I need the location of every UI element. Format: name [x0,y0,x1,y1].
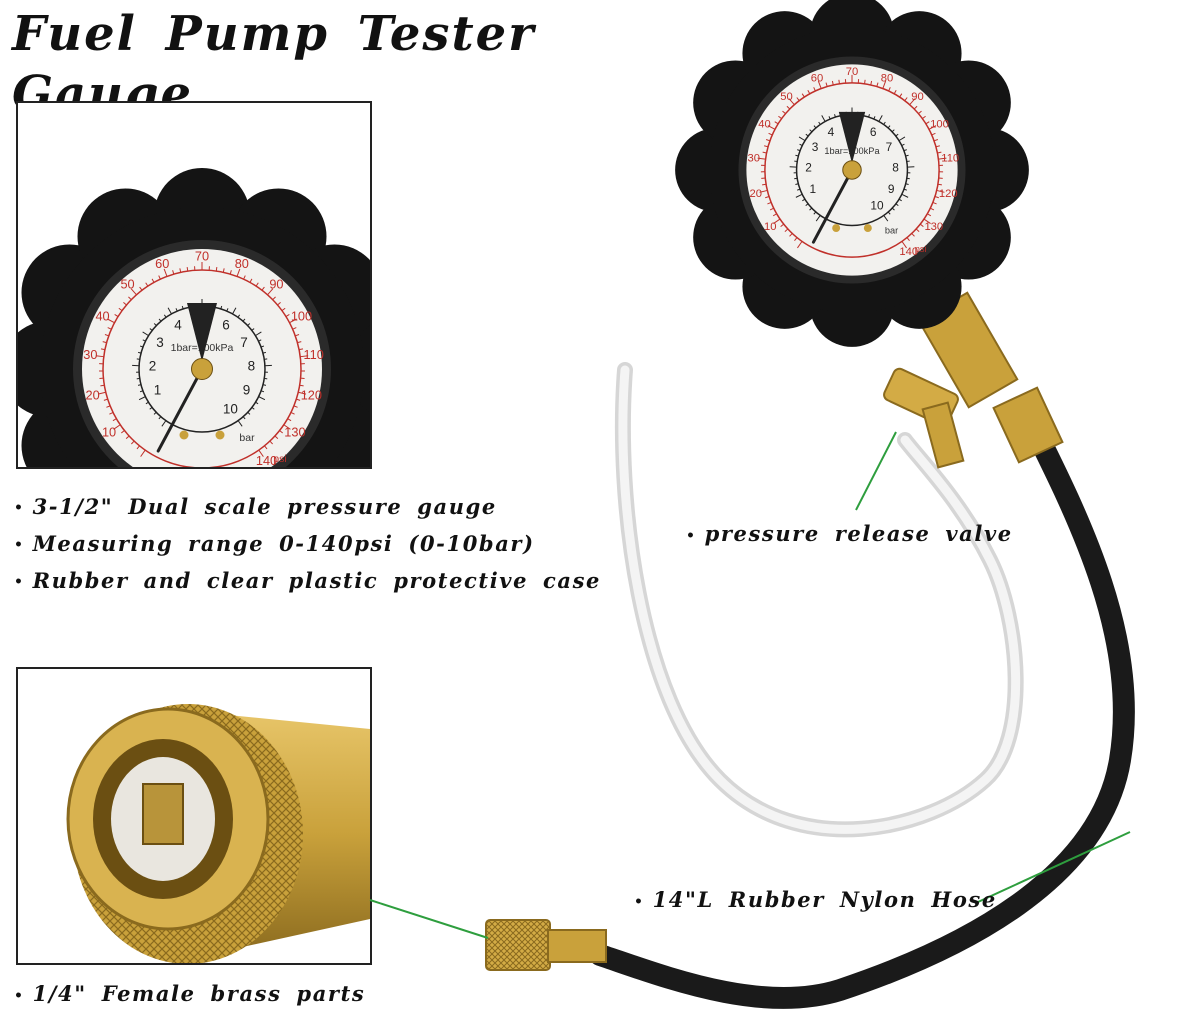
callout-rubber-hose: 14"L Rubber Nylon Hose [634,886,997,916]
callout-pressure-release-valve: pressure release valve [686,520,1013,550]
feature-list: 3-1/2" Dual scale pressure gauge Measuri… [14,488,601,599]
inset-gauge-psi-label: 100 [291,308,312,323]
main-gauge-psi-label: 80 [881,72,893,84]
main-gauge-psi-label: 60 [811,72,823,84]
inset-gauge-psi-label: 90 [269,277,283,292]
main-gauge-unit-bar: bar [885,225,898,235]
female-brass-connector [485,919,551,971]
main-gauge-psi-label: 20 [750,188,762,200]
main-gauge-bar-label: 3 [812,140,819,154]
main-gauge-unit-psi: psi [915,244,927,254]
inset-gauge-bar-label: 2 [149,358,157,373]
inset-gauge-needle [156,367,204,453]
main-gauge-psi-label: 140 [899,246,918,258]
hose-ferrule [992,386,1064,464]
inset-gauge-psi-label: 50 [120,277,134,292]
main-gauge-needle-hub [842,160,862,180]
inset-gauge-psi-label: 130 [284,424,305,439]
inset-gauge-unit-psi: psi [273,453,286,465]
inset-gauge-psi-label: 70 [195,249,209,264]
inset-gauge-bar-label: 10 [223,402,238,417]
inset-gauge-psi-label: 30 [83,347,97,362]
inset-gauge-psi-label: 80 [235,256,249,271]
inset-gauge-bar-label: 4 [174,318,182,333]
inset-gauge-psi-label: 60 [155,256,169,271]
main-gauge-bar-label: 9 [888,182,895,196]
main-gauge-bar-label: 10 [870,199,884,213]
inset-gauge-psi-label: 40 [95,308,109,323]
main-gauge-psi-label: 70 [846,66,858,78]
main-gauge-psi-label: 120 [939,188,958,200]
feature-item: Measuring range 0-140psi (0-10bar) [14,525,601,562]
inset-gauge-needle-hub [191,358,213,380]
gauge-closeup-inset: 1020304050607080901001101201301401234567… [16,101,372,469]
leader-line-hose [977,831,1131,903]
page-title: Fuel Pump Tester Gauge [12,6,536,122]
inset-gauge-bar-label: 7 [240,335,248,350]
inset-gauge-bar-label: 3 [156,335,164,350]
main-gauge-bar-label: 6 [870,125,877,139]
inset-gauge-bar-label: 8 [248,358,256,373]
rubber-nylon-hose [589,409,1135,1009]
callout-brass-parts: 1/4" Female brass parts [14,980,365,1010]
inset-gauge-psi-label: 10 [102,424,116,439]
main-gauge-bar-label: 2 [805,161,812,175]
inset-gauge-bar-label: 6 [222,318,230,333]
feature-item: 3-1/2" Dual scale pressure gauge [14,488,601,525]
inset-gauge-unit-bar: bar [239,432,255,444]
main-gauge-psi-label: 40 [758,119,770,131]
main-gauge-psi-label: 100 [930,119,949,131]
inset-gauge-psi-label: 140 [256,453,277,467]
gauge-closeup-image: 1020304050607080901001101201301401234567… [18,168,370,467]
main-gauge-needle [811,168,854,244]
main-gauge-bar-label: 7 [886,140,893,154]
inset-gauge-bar-label: 9 [243,383,251,398]
brass-connector-image [66,704,370,963]
leader-line-brass [369,899,489,939]
inset-gauge-psi-label: 110 [303,347,323,362]
main-gauge-psi-label: 130 [924,221,943,233]
main-gauge-psi-label: 30 [748,153,760,165]
main-gauge-psi-label: 90 [911,91,923,103]
inset-gauge-psi-label: 20 [86,387,100,402]
main-gauge-psi-label: 10 [764,221,776,233]
main-gauge-bar-label: 1 [810,182,817,196]
main-gauge-psi-label: 110 [941,153,959,165]
inset-gauge-bar-label: 1 [154,383,162,398]
brass-connector-inset [16,667,372,965]
leader-line-valve [855,431,897,511]
main-gauge-psi-label: 50 [780,91,792,103]
main-gauge-bar-label: 4 [828,125,835,139]
feature-item: Rubber and clear plastic protective case [14,562,601,599]
main-gauge-bar-label: 8 [892,161,899,175]
inset-gauge-psi-label: 120 [301,387,322,402]
